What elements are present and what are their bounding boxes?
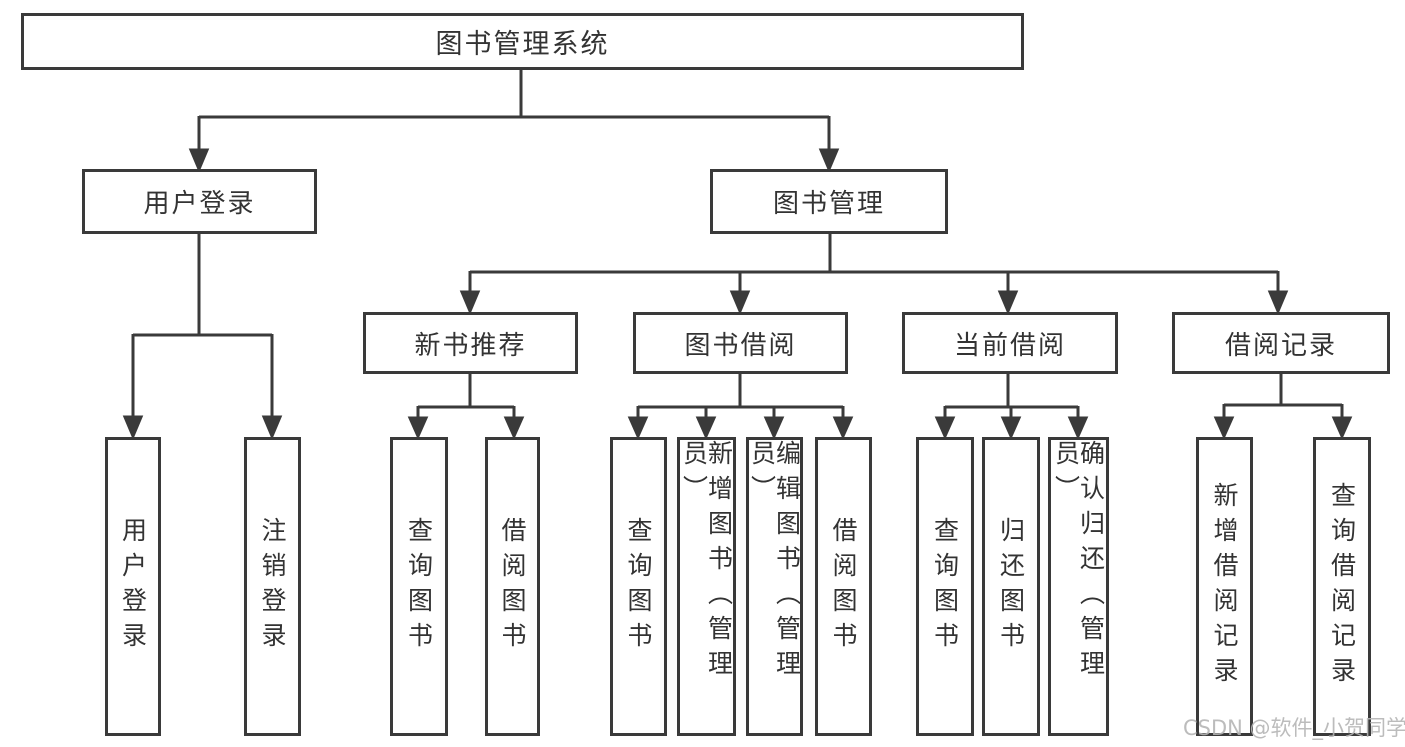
leaf-add-borrow-record-label: 新增借阅记录	[1210, 481, 1239, 692]
node-book-borrowing-label: 图书借阅	[684, 330, 797, 361]
leaf-borrow-books: 借阅图书	[815, 437, 872, 736]
leaf-query-books-borrowing: 查询图书	[610, 437, 667, 736]
leaf-logout: 注销登录	[244, 437, 301, 736]
node-book-management-label: 图书管理	[772, 189, 885, 219]
leaf-logout-label: 注销登录	[258, 516, 287, 657]
node-library-system: 图书管理系统	[21, 13, 1024, 70]
leaf-confirm-return-admin: 确认归还（管理员）	[1048, 437, 1109, 736]
leaf-borrow-books-label: 借阅图书	[829, 516, 858, 657]
leaf-user-login: 用户登录	[105, 437, 161, 736]
leaf-return-books: 归还图书	[982, 437, 1040, 736]
node-user-login: 用户登录	[82, 169, 317, 234]
node-user-login-label: 用户登录	[143, 189, 256, 219]
leaf-query-books-current: 查询图书	[916, 437, 974, 736]
csdn-watermark: CSDN @软件_小贺同学	[1183, 716, 1405, 740]
connector-book-management-children	[459, 234, 1289, 315]
node-book-borrowing: 图书借阅	[633, 312, 848, 374]
leaf-query-borrow-record-label: 查询借阅记录	[1327, 481, 1357, 692]
leaf-edit-books-admin-label: 编辑图书（管理员）	[747, 440, 802, 685]
node-borrowing-records: 借阅记录	[1172, 312, 1390, 374]
node-book-management: 图书管理	[710, 169, 948, 234]
node-current-borrowing: 当前借阅	[902, 312, 1118, 374]
leaf-confirm-return-admin-label: 确认归还（管理员）	[1051, 440, 1106, 685]
node-new-book-recommendation-label: 新书推荐	[414, 330, 527, 361]
leaf-borrow-books-recommend: 借阅图书	[485, 437, 540, 736]
node-borrowing-records-label: 借阅记录	[1224, 330, 1337, 361]
connector-book-borrowing-children	[627, 374, 854, 440]
connector-root-to-level2	[188, 70, 840, 173]
leaf-query-books-recommend: 查询图书	[390, 437, 448, 736]
connector-new-book-children	[407, 374, 525, 440]
node-new-book-recommendation: 新书推荐	[363, 312, 578, 374]
connector-borrowing-records-children	[1213, 374, 1353, 440]
leaf-borrow-books-recommend-label: 借阅图书	[498, 516, 527, 657]
leaf-add-borrow-record: 新增借阅记录	[1196, 437, 1253, 736]
leaf-edit-books-admin: 编辑图书（管理员）	[746, 437, 803, 736]
leaf-query-books-recommend-label: 查询图书	[404, 516, 434, 657]
node-library-system-label: 图书管理系统	[435, 29, 610, 60]
leaf-query-borrow-record: 查询借阅记录	[1313, 437, 1371, 736]
leaf-add-books-admin-label: 新增图书（管理员）	[679, 440, 734, 685]
node-current-borrowing-label: 当前借阅	[953, 330, 1066, 361]
leaf-query-books-current-label: 查询图书	[930, 516, 960, 657]
leaf-user-login-label: 用户登录	[118, 516, 148, 657]
leaf-add-books-admin: 新增图书（管理员）	[677, 437, 736, 736]
leaf-query-books-borrowing-label: 查询图书	[624, 516, 653, 657]
connector-user-login-children	[122, 234, 283, 440]
connector-current-borrowing-children	[934, 374, 1089, 440]
leaf-return-books-label: 归还图书	[996, 516, 1026, 657]
